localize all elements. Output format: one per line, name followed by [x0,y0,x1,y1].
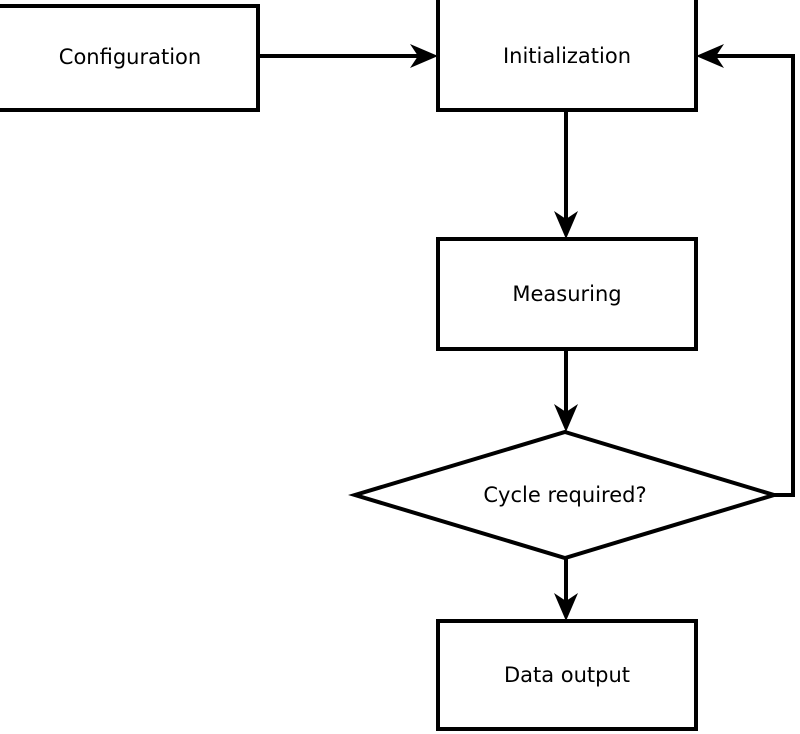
edge-init-to-measuring [554,110,578,239]
node-configuration-label: Configuration [59,45,201,69]
arrowhead-cycle-to-output [554,593,578,621]
node-data-output-box[interactable] [436,619,698,731]
node-measuring-label: Measuring [512,282,621,306]
node-initialization-box[interactable] [436,0,698,112]
node-initialization-label: Initialization [503,44,631,68]
edge-cycle-to-output [554,558,578,621]
node-cycle-required-label: Cycle required? [483,483,646,507]
edge-config-to-init [258,44,438,68]
node-measuring-box[interactable] [436,237,698,351]
arrowhead-cycle-to-init-feedback [696,44,724,68]
node-initialization[interactable]: Initialization [436,0,698,112]
node-configuration-box[interactable] [0,4,260,112]
node-cycle-required-diamond[interactable] [348,429,781,561]
node-cycle-required[interactable]: Cycle required? [348,429,781,561]
edge-measuring-to-cycle [554,349,578,432]
arrowhead-config-to-init [410,44,438,68]
node-data-output[interactable]: Data output [436,619,698,731]
arrowhead-measuring-to-cycle [554,404,578,432]
node-measuring[interactable]: Measuring [436,237,698,351]
edge-cycle-to-init-feedback [696,44,795,497]
edge-line-cycle-to-init-feedback [712,54,795,497]
arrowhead-init-to-measuring [554,211,578,239]
node-configuration[interactable]: Configuration [0,4,260,112]
node-data-output-label: Data output [504,663,630,687]
